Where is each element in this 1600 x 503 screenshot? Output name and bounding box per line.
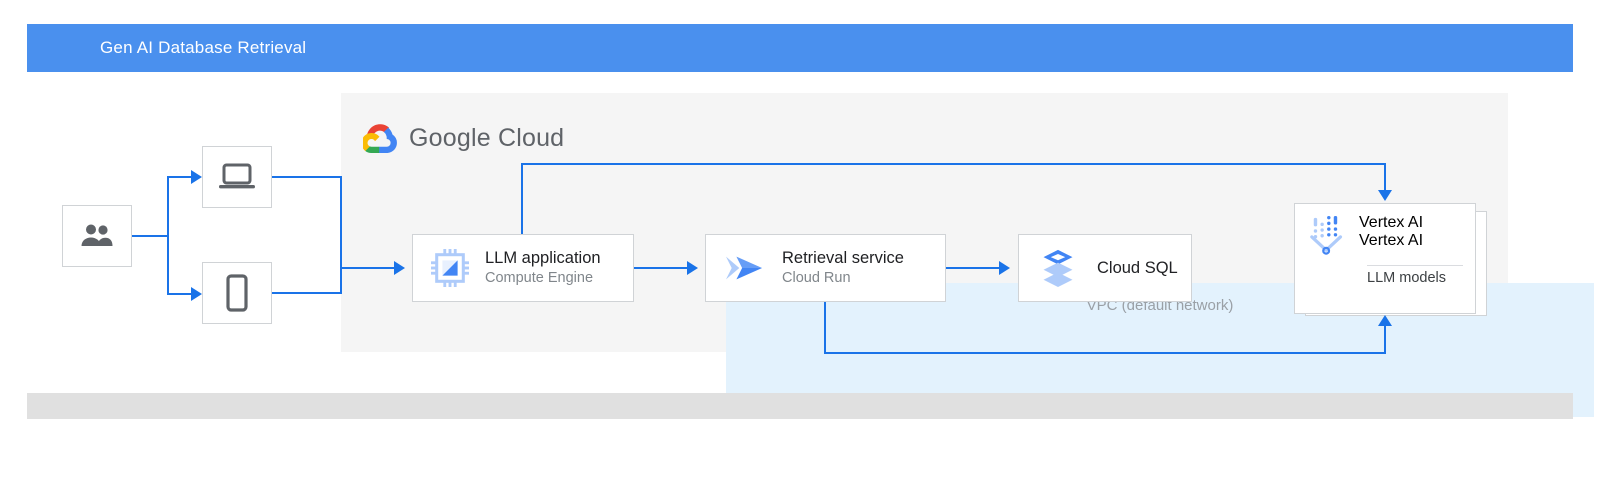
llm-application-title: LLM application: [485, 249, 601, 268]
wire-top-across-to-vertex: [521, 163, 1385, 165]
vertex-ai-node[interactable]: Vertex AI Vertex AI LLM models: [1294, 203, 1476, 314]
cloud-run-icon: [724, 249, 766, 287]
google-cloud-logo-icon: [363, 124, 397, 153]
arrowhead-to-laptop: [191, 170, 202, 184]
wire-retrieval-to-sql: [946, 267, 1000, 269]
wire-users-to-split: [132, 235, 169, 237]
diagram-title-bar: Gen AI Database Retrieval: [27, 24, 1573, 72]
arrowhead-to-vertex-ai-top: [1378, 190, 1392, 201]
llm-application-subtitle: Compute Engine: [485, 269, 594, 286]
compute-engine-icon: [431, 249, 469, 287]
wire-split-to-laptop: [167, 176, 192, 178]
arrowhead-to-vertex-ai-bottom: [1378, 315, 1392, 326]
wire-llm-up-to-vertex: [521, 163, 523, 234]
laptop-node[interactable]: [202, 146, 272, 208]
retrieval-service-title: Retrieval service: [782, 249, 904, 268]
wire-bottom-across-to-vertex: [824, 352, 1386, 354]
footer-bar: [27, 393, 1573, 419]
wire-down-into-vertex: [1384, 163, 1386, 192]
wire-retrieval-down-to-vertex: [824, 302, 826, 353]
page-title: Gen AI Database Retrieval: [100, 38, 307, 57]
users-node[interactable]: [62, 205, 132, 267]
arrowhead-to-cloud-sql: [999, 261, 1010, 275]
wire-llm-to-retrieval: [634, 267, 688, 269]
vertex-ai-title: Vertex AI: [1359, 214, 1424, 231]
arrowhead-to-retrieval-service: [687, 261, 698, 275]
cloud-sql-title: Cloud SQL: [1097, 258, 1178, 277]
llm-application-text: LLM application Compute Engine: [485, 248, 601, 287]
google-cloud-label-cloud: Cloud: [497, 123, 565, 152]
retrieval-service-text: Retrieval service Cloud Run: [782, 248, 904, 287]
google-cloud-label-google: Google: [409, 123, 498, 152]
arrowhead-to-mobile: [191, 287, 202, 301]
google-cloud-branding: Google Cloud: [363, 123, 564, 153]
arrowhead-to-llm-application: [394, 261, 405, 275]
vertex-ai-detail: LLM models: [1367, 270, 1446, 286]
wire-up-into-vertex: [1384, 326, 1386, 353]
vertex-ai-divider: [1367, 265, 1463, 266]
mobile-node[interactable]: [202, 262, 272, 324]
wire-mobile-to-merge: [272, 292, 342, 294]
wire-merge-to-llm: [340, 267, 396, 269]
vertex-ai-icon: [1309, 214, 1349, 261]
vertex-ai-header: Vertex AI Vertex AI: [1295, 204, 1475, 261]
cloud-sql-text: Cloud SQL: [1097, 258, 1178, 279]
wire-split-vertical: [167, 176, 169, 294]
vertex-ai-subtitle: Vertex AI: [1359, 232, 1424, 249]
wire-split-to-mobile: [167, 293, 192, 295]
wire-merge-vertical: [340, 176, 342, 294]
laptop-icon: [219, 163, 255, 189]
retrieval-service-subtitle: Cloud Run: [782, 269, 851, 286]
cloud-sql-icon: [1041, 249, 1075, 287]
wire-laptop-to-merge: [272, 176, 342, 178]
users-icon: [81, 224, 113, 246]
llm-application-node[interactable]: LLM application Compute Engine: [412, 234, 634, 302]
vertex-ai-text: Vertex AI Vertex AI: [1359, 214, 1423, 250]
retrieval-service-node[interactable]: Retrieval service Cloud Run: [705, 234, 946, 302]
cloud-sql-node[interactable]: Cloud SQL: [1018, 234, 1192, 302]
mobile-phone-icon: [226, 274, 248, 312]
google-cloud-label: Google Cloud: [409, 124, 564, 153]
